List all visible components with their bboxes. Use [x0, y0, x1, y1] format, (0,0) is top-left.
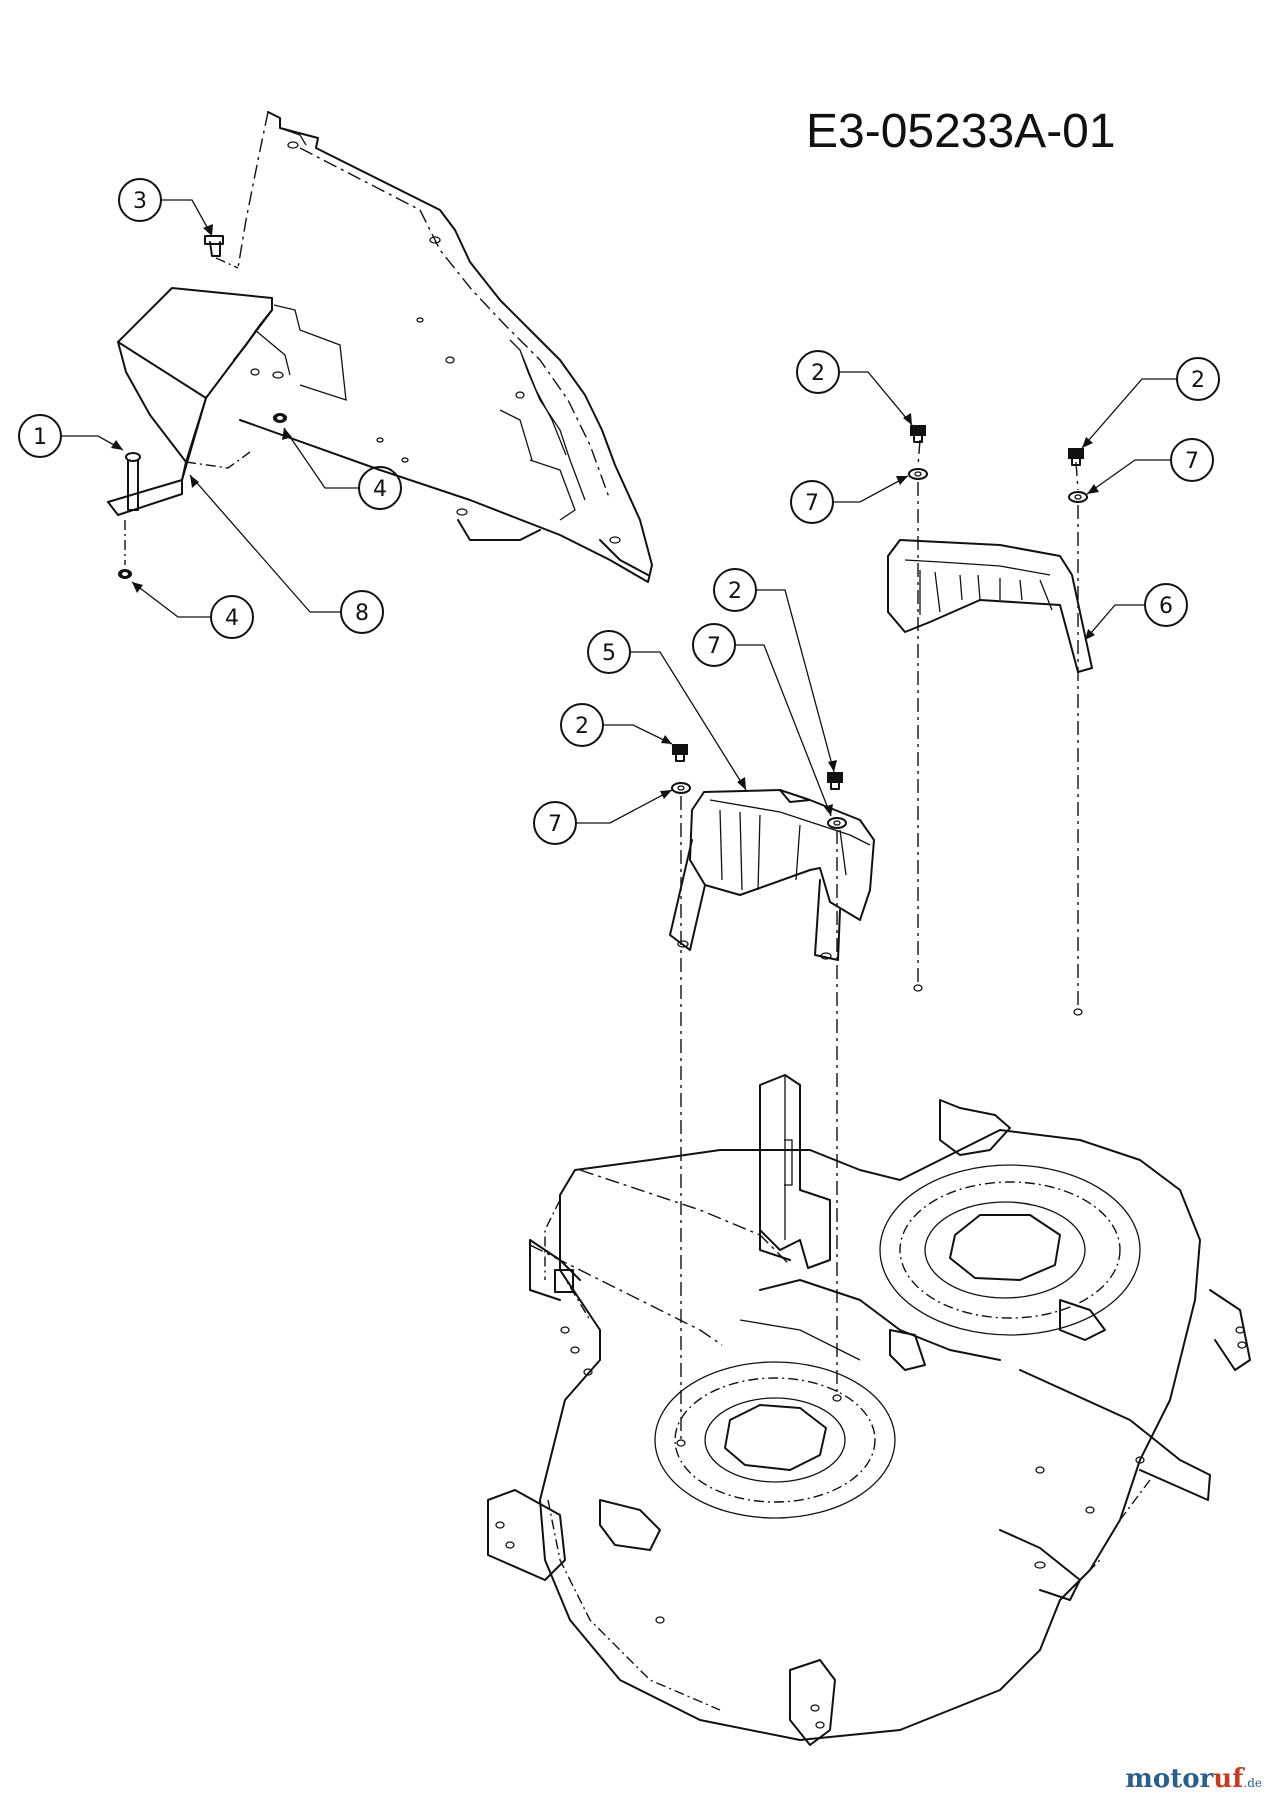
mount-plate [237, 111, 653, 583]
brand-suffix: .de [1243, 1776, 1262, 1790]
callout-7-left-number: 7 [548, 812, 562, 837]
callout-2-mid-number: 2 [728, 579, 742, 604]
callout-4-upper: 4 [282, 427, 402, 510]
callout-2-top-right: 2 [1081, 357, 1220, 449]
callout-7-left: 7 [533, 789, 673, 845]
washer-part-7-c [671, 782, 691, 794]
callout-5-number: 5 [602, 641, 616, 666]
nut-part-4-upper [273, 413, 287, 423]
washer-part-7-a [908, 468, 928, 480]
callout-2-top-right-number: 2 [1191, 368, 1205, 393]
brand-main: motor [1125, 1764, 1214, 1794]
callout-2-left-number: 2 [575, 714, 589, 739]
drawing-code: E3-05233A-01 [806, 105, 1116, 158]
callout-7-upper-mid-number: 7 [805, 491, 819, 516]
bolt-part-2-c [672, 744, 688, 762]
deflector-bracket [107, 287, 347, 516]
callout-6-number: 6 [1159, 594, 1173, 619]
callout-2-left: 2 [560, 703, 673, 747]
callout-7-right-number: 7 [1185, 449, 1199, 474]
washer-part-7-b [1068, 491, 1088, 503]
brand-accent: uf [1213, 1764, 1244, 1794]
callout-4-lower-number: 4 [225, 606, 239, 631]
callout-4-lower: 4 [131, 581, 254, 639]
callout-1-number: 1 [33, 425, 47, 450]
callout-8: 8 [189, 474, 384, 634]
pulley-cover-part-5 [669, 789, 875, 961]
nut-part-4-lower [118, 569, 132, 579]
callout-7-right: 7 [1086, 438, 1214, 495]
callout-8-number: 8 [355, 601, 369, 626]
bolt-part-2-a [910, 425, 926, 443]
callout-7-mid: 7 [692, 623, 833, 817]
callout-1: 1 [18, 414, 124, 458]
pin-part-1 [125, 452, 141, 511]
callout-2-top-left: 2 [796, 350, 913, 426]
callout-7-upper-mid: 7 [790, 475, 909, 524]
callout-4-upper-number: 4 [373, 477, 387, 502]
bolt-part-3 [204, 235, 224, 257]
callout-3-number: 3 [133, 189, 147, 214]
callout-2-mid: 2 [713, 568, 837, 773]
washer-part-7-d [827, 817, 847, 829]
callout-2-top-left-number: 2 [811, 361, 825, 386]
callout-7-mid-number: 7 [707, 634, 721, 659]
callout-3: 3 [118, 178, 213, 237]
brand-watermark: motoruf.de [1125, 1764, 1262, 1794]
mower-deck [487, 984, 1251, 1746]
callout-5: 5 [587, 630, 747, 791]
callout-6: 6 [1084, 583, 1188, 641]
bolt-part-2-d [827, 772, 843, 790]
